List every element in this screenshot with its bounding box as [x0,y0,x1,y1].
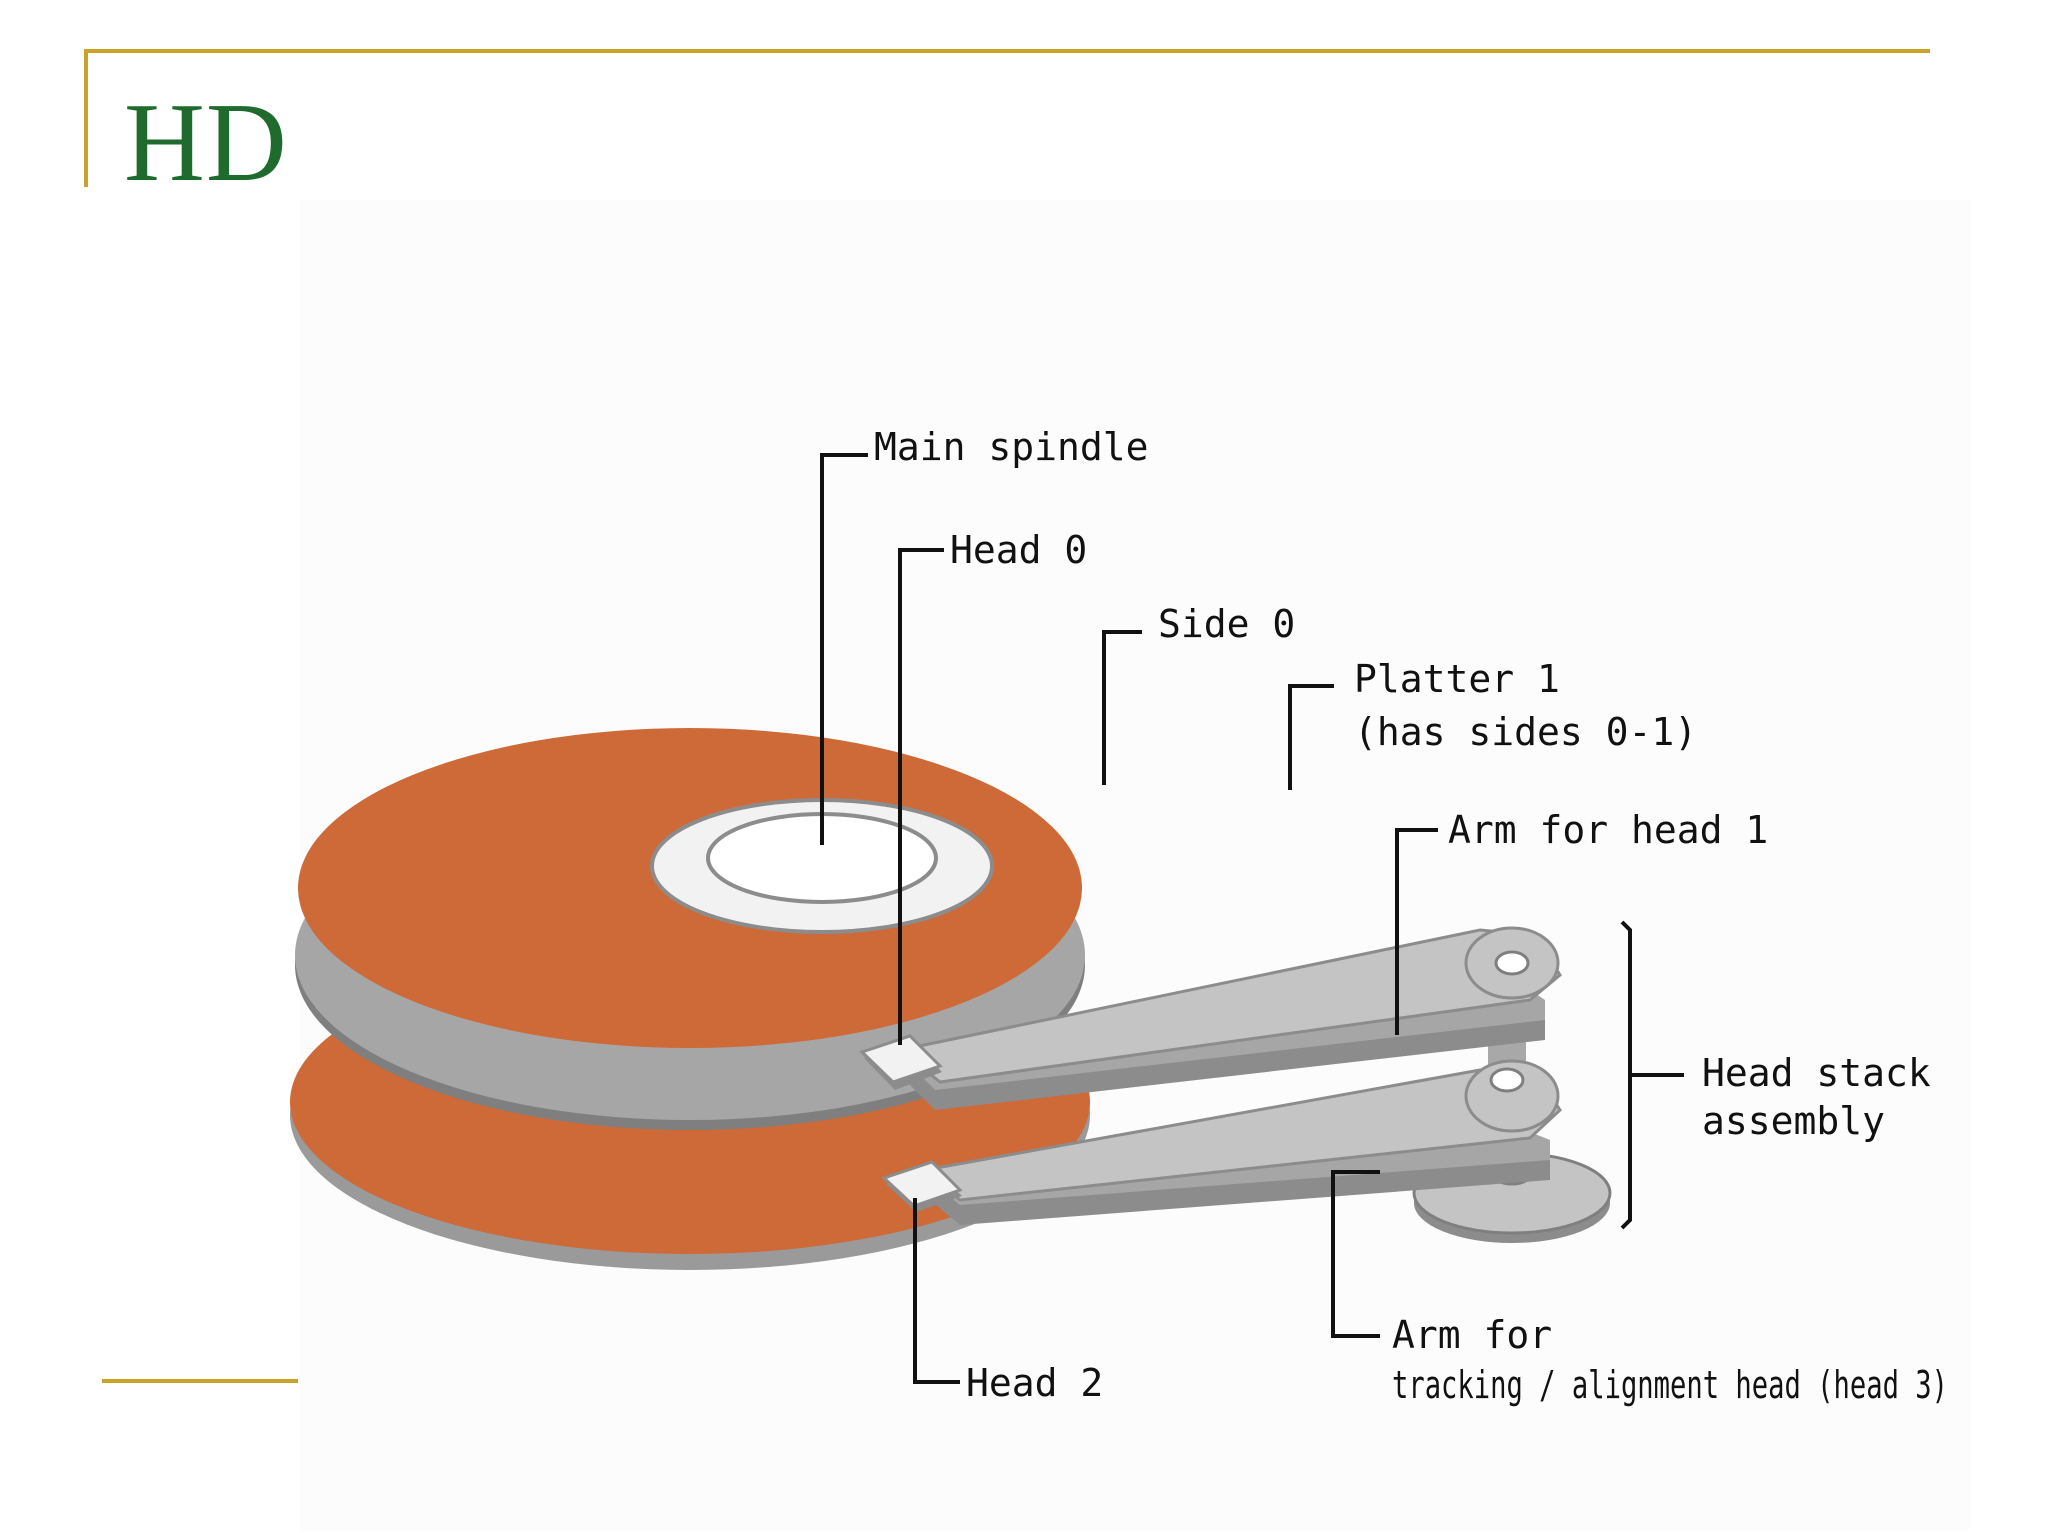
label-arm-head-1: Arm for head 1 [1448,808,1768,852]
label-platter-1-sides: (has sides 0-1) [1354,710,1697,754]
head-2-slider [881,1160,963,1212]
bottom-accent-rule [102,1379,298,1383]
label-head-stack-assembly: assembly [1702,1099,1885,1143]
leader-head-2 [913,1198,960,1384]
main-spindle-hub [650,798,994,934]
head-0-slider [859,1034,943,1090]
label-arm-tracking: Arm for [1392,1313,1552,1357]
leader-head-stack-bracket [1620,920,1632,1230]
leader-arm-tracking [1331,1170,1380,1338]
slide-title: HD [124,81,288,205]
left-accent-rule [84,49,88,187]
leader-side-0 [1102,630,1142,785]
label-side-0: Side 0 [1158,602,1295,646]
leader-head-0 [898,548,944,1045]
leader-platter-1 [1288,684,1334,790]
leader-main-spindle [820,453,868,845]
leader-arm-head-1 [1395,828,1438,1035]
label-head-0: Head 0 [950,528,1087,572]
label-arm-tracking-head-3: tracking / alignment head (head 3) [1392,1363,1948,1407]
label-head-2: Head 2 [966,1361,1103,1405]
arm-for-head-2 [921,1059,1562,1225]
leader-lines [820,453,1684,1384]
top-accent-rule [84,49,1930,53]
label-head-stack: Head stack [1702,1051,1931,1095]
label-main-spindle: Main spindle [874,425,1149,469]
label-platter-1: Platter 1 [1354,657,1560,701]
